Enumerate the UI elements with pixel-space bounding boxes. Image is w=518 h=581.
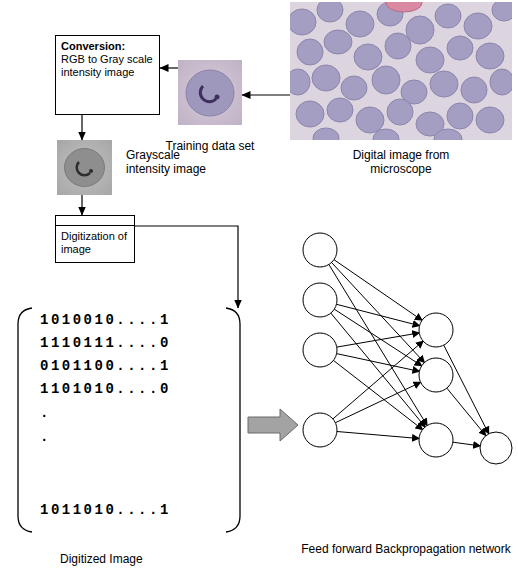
flow-arrow: [242, 94, 290, 95]
matrix-row: 0101100....1: [40, 358, 171, 374]
matrix-row: 1101010....0: [40, 381, 171, 397]
process-box: Digitization of image: [55, 215, 135, 263]
box-heading: Conversion:: [61, 40, 154, 53]
image-caption: Digital image from microscope: [336, 148, 466, 176]
matrix-dot: .: [40, 405, 51, 421]
box-text: RGB to Gray scale intensity image: [61, 53, 154, 79]
training-cell-picture: [178, 60, 242, 125]
matrix-row: 1010010....1: [40, 312, 171, 328]
network-caption: Feed forward Backpropagation network: [300, 542, 512, 556]
matrix-row: 1011010....1: [40, 502, 171, 518]
matrix-row: 1110111....0: [40, 335, 171, 351]
band-line: [56, 225, 134, 226]
image-caption: Grayscale intensity image: [126, 148, 216, 176]
flow-arrow: [81, 195, 82, 215]
block-arrow: [248, 409, 298, 441]
matrix-bracket: [18, 308, 240, 532]
training-image: Training data set: [178, 60, 242, 125]
grayscale-image: Grayscale intensity image: [57, 140, 112, 195]
flow-arrow: [160, 67, 178, 68]
digitized-matrix: 1010010....1 1110111....0 0101100....1 1101…: [18, 308, 240, 532]
neuron: [303, 233, 512, 464]
flow-arrow: [81, 115, 82, 140]
network-links: [329, 260, 489, 446]
box-text: Digitization of image: [61, 230, 129, 256]
image-caption: Digitized Image: [60, 552, 143, 566]
microscope-image: Digital image from microscope: [290, 2, 512, 140]
flow-arrow: [135, 226, 238, 308]
grayscale-cell-picture: [57, 140, 112, 195]
microscope-picture: [286, 0, 516, 149]
matrix-dot: .: [40, 429, 51, 445]
process-box: Conversion:RGB to Gray scale intensity i…: [55, 35, 160, 115]
neural-network: Feed forward Backpropagation network: [300, 228, 512, 528]
